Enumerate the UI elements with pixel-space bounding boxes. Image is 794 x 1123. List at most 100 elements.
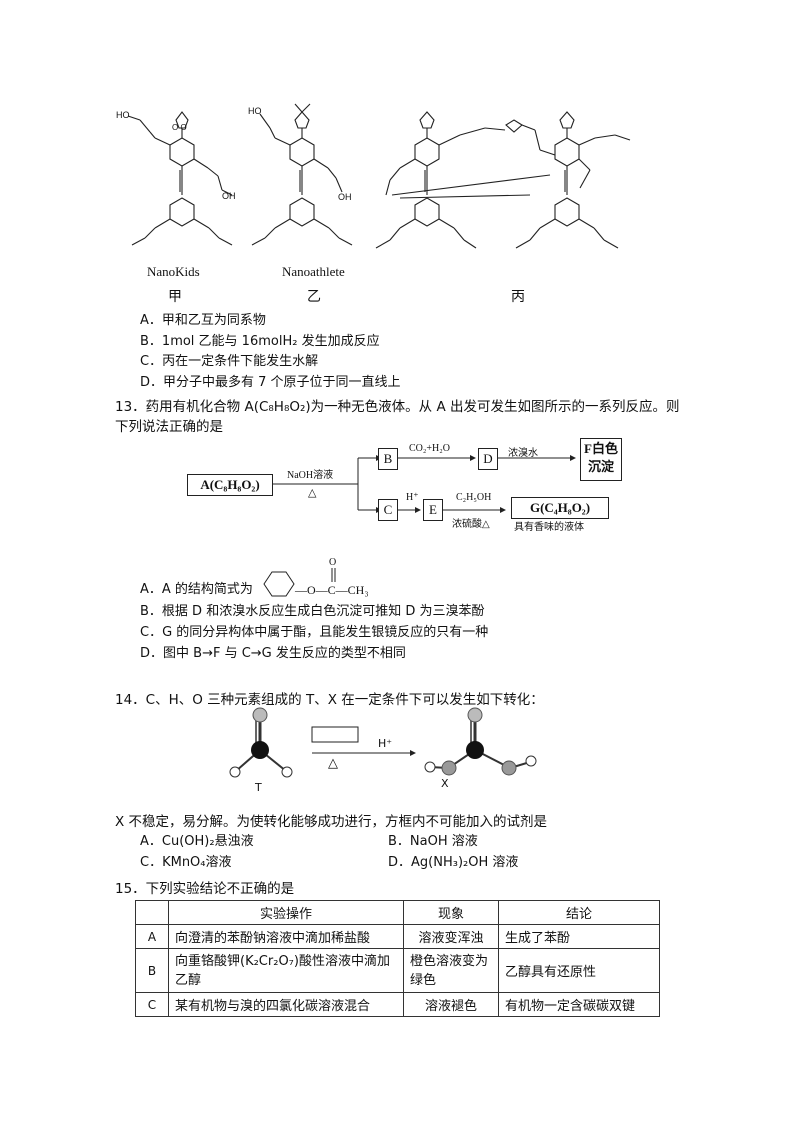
- option-text: Cu(OH)₂悬浊液: [161, 834, 254, 849]
- option-letter: C．: [140, 354, 163, 369]
- q14-ball-stick-figure: [229, 707, 537, 778]
- flow-co2: CO₂+H₂O: [409, 443, 450, 454]
- q14-option-d: D．Ag(NH₃)₂OH 溶液: [388, 851, 518, 870]
- q13-option-a: A．A 的结构简式为: [140, 578, 253, 597]
- flow-node-e: E: [423, 499, 443, 521]
- phenyl-acetate-structure: [263, 571, 295, 597]
- option-letter: A．: [140, 834, 162, 849]
- carbonyl-double-bond: [331, 568, 336, 582]
- ho-label-3: HO: [248, 106, 262, 116]
- q14-delta: △: [328, 756, 338, 771]
- table-cell-ph: 溶液变浑浊: [403, 924, 499, 949]
- option-letter: D．: [140, 375, 164, 390]
- option-text: 图中 B→F 与 C→G 发生反应的类型不相同: [163, 646, 406, 661]
- flow-node-d: D: [478, 448, 498, 470]
- option-text: 丙在一定条件下能发生水解: [162, 354, 319, 369]
- table-cell-op: 向重铬酸钾(K₂Cr₂O₇)酸性溶液中滴加乙醇: [168, 948, 404, 993]
- flow-node-a: A(C₈H₈O₂): [187, 474, 273, 496]
- q13-option-b: B．根据 D 和浓溴水反应生成白色沉淀可推知 D 为三溴苯酚: [140, 600, 484, 619]
- molecule-name-nanokids: NanoKids: [147, 264, 200, 279]
- q15-table: 实验操作 现象 结论 A 向澄清的苯酚钠溶液中滴加稀盐酸 溶液变浑浊 生成了苯酚…: [135, 900, 660, 1017]
- q13-stem-line1: 13．药用有机化合物 A(C₈H₈O₂)为一种无色液体。从 A 出发可发生如图所…: [115, 399, 680, 415]
- q12-option-b: B．1mol 乙能与 16molH₂ 发生加成反应: [140, 330, 380, 349]
- table-row: A 向澄清的苯酚钠溶液中滴加稀盐酸 溶液变浑浊 生成了苯酚: [135, 924, 660, 949]
- flow-ethanol: C₂H₅OH: [456, 492, 492, 503]
- table-header-cell: [135, 900, 169, 925]
- table-cell-con: 有机物一定含碳碳双键: [498, 992, 660, 1017]
- q12-option-d: D．甲分子中最多有 7 个原子位于同一直线上: [140, 371, 401, 390]
- flow-node-f: F白色 沉淀: [580, 438, 622, 481]
- molecule-label-yi: 乙: [307, 289, 321, 305]
- q14-option-a: A．Cu(OH)₂悬浊液: [140, 830, 254, 849]
- q14-stem: 14．C、H、O 三种元素组成的 T、X 在一定条件下可以发生如下转化：: [115, 692, 544, 708]
- flow-acid: 浓硫酸△: [452, 519, 490, 530]
- ester-carbonyl-o: O: [329, 557, 337, 568]
- table-header-cell: 实验操作: [168, 900, 404, 925]
- option-letter: D．: [388, 855, 412, 870]
- q13-stem-line2: 下列说法正确的是: [115, 419, 223, 435]
- nanoathlete-structure: [251, 103, 353, 246]
- flow-node-c: C: [378, 499, 398, 521]
- q12-option-c: C．丙在一定条件下能发生水解: [140, 350, 318, 369]
- table-cell-id: C: [135, 992, 169, 1017]
- q14-option-c: C．KMnO₄溶液: [140, 851, 232, 870]
- oh-label-2: OH: [222, 191, 236, 201]
- oh-label-1: HO: [116, 110, 130, 120]
- option-letter: B．: [140, 604, 162, 619]
- q13-option-d: D．图中 B→F 与 C→G 发生反应的类型不相同: [140, 642, 406, 661]
- flow-delta-1: △: [308, 487, 317, 499]
- flow-node-b: B: [378, 448, 398, 470]
- flow-naoh: NaOH溶液: [287, 470, 334, 481]
- table-header-cell: 结论: [498, 900, 660, 925]
- table-cell-con: 乙醇具有还原性: [498, 948, 660, 993]
- option-text: A 的结构简式为: [161, 582, 253, 597]
- molecule-name-nanoathlete: Nanoathlete: [282, 264, 345, 279]
- q14-note: X 不稳定，易分解。为使转化能够成功进行，方框内不可能加入的试剂是: [115, 814, 548, 830]
- option-letter: B．: [388, 834, 410, 849]
- q15-stem: 15．下列实验结论不正确的是: [115, 881, 295, 897]
- option-text: 甲和乙互为同系物: [161, 313, 266, 328]
- o-label-1: O O: [172, 123, 187, 132]
- table-cell-ph: 溶液褪色: [403, 992, 499, 1017]
- table-cell-id: A: [135, 924, 169, 949]
- option-letter: A．: [140, 582, 162, 597]
- q14-option-b: B．NaOH 溶液: [388, 830, 478, 849]
- option-text: NaOH 溶液: [409, 834, 478, 849]
- option-text: Ag(NH₃)₂OH 溶液: [411, 855, 519, 870]
- bing-structure: [375, 111, 631, 249]
- table-cell-op: 某有机物与溴的四氯化碳溶液混合: [168, 992, 404, 1017]
- flow-arrows: [272, 455, 576, 513]
- option-text: G 的同分异构体中属于酯，且能发生银镜反应的只有一种: [162, 625, 489, 640]
- flow-br: 浓溴水: [508, 448, 538, 459]
- molecule-label-jia: 甲: [168, 289, 182, 305]
- q14-h-plus: H⁺: [378, 737, 393, 750]
- ester-chain: —O—C—CH₃: [295, 583, 369, 597]
- flow-g-note: 具有香味的液体: [514, 522, 584, 533]
- option-letter: C．: [140, 855, 163, 870]
- table-cell-con: 生成了苯酚: [498, 924, 660, 949]
- option-text: KMnO₄溶液: [162, 855, 232, 870]
- molecule-figure: HO OH O O HO OH: [116, 103, 631, 249]
- molecule-label-bing: 丙: [511, 289, 525, 305]
- table-cell-op: 向澄清的苯酚钠溶液中滴加稀盐酸: [168, 924, 404, 949]
- flow-node-g: G(C₄H₈O₂): [511, 497, 609, 519]
- q12-option-a: A．甲和乙互为同系物: [140, 309, 266, 328]
- table-cell-ph: 橙色溶液变为绿色: [403, 948, 499, 993]
- oh-label-4: OH: [338, 192, 352, 202]
- option-text: 1mol 乙能与 16molH₂ 发生加成反应: [161, 334, 380, 349]
- table-header-row: 实验操作 现象 结论: [135, 900, 660, 925]
- table-cell-id: B: [135, 948, 169, 993]
- option-letter: A．: [140, 313, 162, 328]
- option-text: 甲分子中最多有 7 个原子位于同一直线上: [163, 375, 401, 390]
- option-letter: C．: [140, 625, 163, 640]
- option-text: 根据 D 和浓溴水反应生成白色沉淀可推知 D 为三溴苯酚: [161, 604, 485, 619]
- option-letter: D．: [140, 646, 164, 661]
- nanokids-structure: [127, 111, 233, 246]
- q13-option-c: C．G 的同分异构体中属于酯，且能发生银镜反应的只有一种: [140, 621, 488, 640]
- table-row: B 向重铬酸钾(K₂Cr₂O₇)酸性溶液中滴加乙醇 橙色溶液变为绿色 乙醇具有还…: [135, 948, 660, 993]
- q14-label-t: T: [255, 781, 262, 794]
- table-row: C 某有机物与溴的四氯化碳溶液混合 溶液褪色 有机物一定含碳碳双键: [135, 992, 660, 1017]
- table-header-cell: 现象: [403, 900, 499, 925]
- flow-h: H⁺: [406, 492, 419, 503]
- q14-label-x: X: [441, 777, 449, 790]
